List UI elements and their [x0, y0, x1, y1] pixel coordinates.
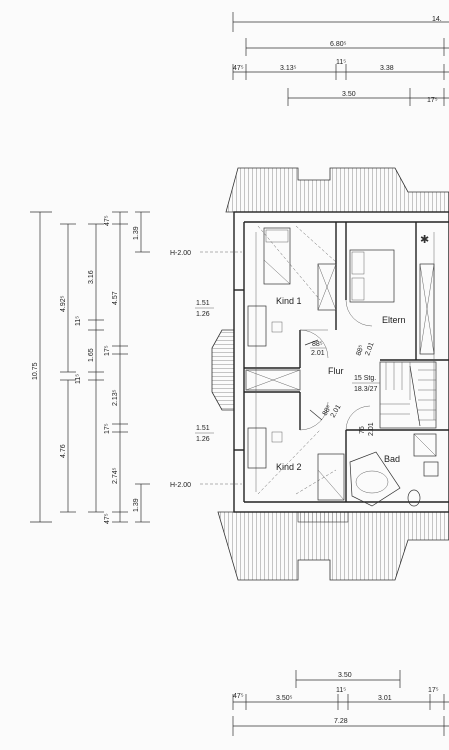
dim-bottom-seg-a: 47⁵ [233, 693, 244, 700]
dim-left-d14: 47⁵ [104, 215, 111, 226]
dim-bottom-inner: 3.50 [338, 672, 352, 679]
top-dimension-chain: 14. 6.80⁵ 47⁵ 3.13⁵ 11⁵ 3.38 3.50 17⁵ [232, 12, 449, 106]
window-upper-a: 1.51 [196, 300, 210, 307]
plant-icon: ✱ [420, 233, 429, 246]
doors [299, 299, 373, 431]
dim-top-overall: 14. [432, 16, 442, 23]
height-bottom: H-2.00 [170, 482, 191, 489]
dim-bottom-seg-c: 11⁵ [336, 687, 346, 694]
shower [413, 433, 437, 457]
door3-a: 88⁵ [322, 404, 333, 417]
dim-top-width: 6.80⁵ [330, 41, 347, 48]
bed-kind2 [317, 453, 345, 501]
bed-eltern [349, 249, 395, 303]
dim-left-d9: 2.13⁵ [112, 389, 119, 406]
sink-icon [423, 461, 439, 477]
dim-bottom-seg-d: 3.01 [378, 695, 392, 702]
door2-b: 2.01 [364, 341, 375, 356]
room-eltern: Eltern [382, 315, 406, 325]
bathtub [349, 451, 401, 507]
door1-a: 88⁵ [312, 341, 323, 348]
dim-left-d1: 4.92⁵ [60, 295, 67, 312]
dim-left-d5: 1.65 [88, 348, 95, 362]
door3-b: 2.01 [330, 404, 343, 419]
desk-kind1 [247, 305, 267, 347]
room-kind1: Kind 1 [276, 296, 302, 306]
room-flur: Flur [328, 366, 344, 376]
bed-kind1 [263, 227, 291, 285]
room-bad: Bad [384, 454, 400, 464]
dim-left-overall: 10.75 [32, 362, 39, 380]
staircase [379, 361, 437, 429]
room-kind2: Kind 2 [276, 462, 302, 472]
window-lower-a: 1.51 [196, 425, 210, 432]
guide-lines [257, 225, 337, 495]
dim-top-seg-b: 3.13⁵ [280, 65, 297, 72]
door4-b: 2.01 [368, 422, 375, 436]
roof-bottom [217, 511, 449, 581]
desk-kind2 [247, 427, 267, 469]
wardrobe-eltern [317, 263, 337, 311]
stair-ratio: 18.3/27 [354, 386, 377, 393]
room-labels: Kind 1 Eltern Flur Kind 2 Bad [276, 296, 406, 472]
dim-left-d7: 4.57 [112, 291, 119, 305]
dim-bottom-width: 7.28 [334, 718, 348, 725]
dormer-left [211, 329, 235, 411]
left-dimension-chain: 10.75 4.92⁵ 4.76 3.16 11⁵ 1.65 11⁵ 47⁵ 4 [30, 211, 150, 524]
dim-left-d3: 3.16 [88, 270, 95, 284]
dim-left-d12: 47⁵ [104, 513, 111, 524]
dim-top-seg-c: 11⁵ [336, 59, 346, 66]
dim-top-seg-d: 3.38 [380, 65, 394, 72]
door1-b: 2.01 [311, 350, 325, 357]
window-upper-b: 1.26 [196, 311, 210, 318]
dim-top-edge: 17⁵ [427, 97, 438, 104]
toilet-icon [407, 489, 421, 507]
door2-a: 88⁵ [355, 344, 365, 357]
dim-left-d4: 11⁵ [75, 316, 82, 326]
stair-steps: 15 Stg. [354, 375, 376, 382]
bottom-dimension-chain: 3.50 47⁵ 3.50⁵ 11⁵ 3.01 17⁵ 7.28 [232, 670, 449, 736]
dim-left-d2: 4.76 [60, 444, 67, 458]
height-markers: H-2.00 H-2.00 [170, 250, 242, 489]
height-top: H-2.00 [170, 250, 191, 257]
roof-top [225, 167, 449, 213]
dim-left-d11: 2.74⁵ [112, 467, 119, 484]
window-dimensions: 1.51 1.26 1.51 1.26 [195, 300, 214, 443]
dim-top-seg-a: 47⁵ [233, 65, 244, 72]
stair-label: 15 Stg. 18.3/27 [352, 375, 380, 393]
door4-a: 76 [359, 426, 366, 434]
window-lower-b: 1.26 [196, 436, 210, 443]
dim-bottom-seg-b: 3.50⁵ [276, 695, 293, 702]
walls [233, 211, 449, 513]
dim-left-d15: 1.39 [133, 498, 140, 512]
dim-left-d6: 11⁵ [75, 374, 82, 384]
dim-left-d13: 1.39 [133, 226, 140, 240]
dim-bottom-edge: 17⁵ [428, 687, 439, 694]
dim-top-inner: 3.50 [342, 91, 356, 98]
dim-left-d10: 17⁵ [104, 423, 111, 434]
furniture: ✱ [245, 227, 439, 507]
dim-left-d8: 17⁵ [104, 345, 111, 356]
